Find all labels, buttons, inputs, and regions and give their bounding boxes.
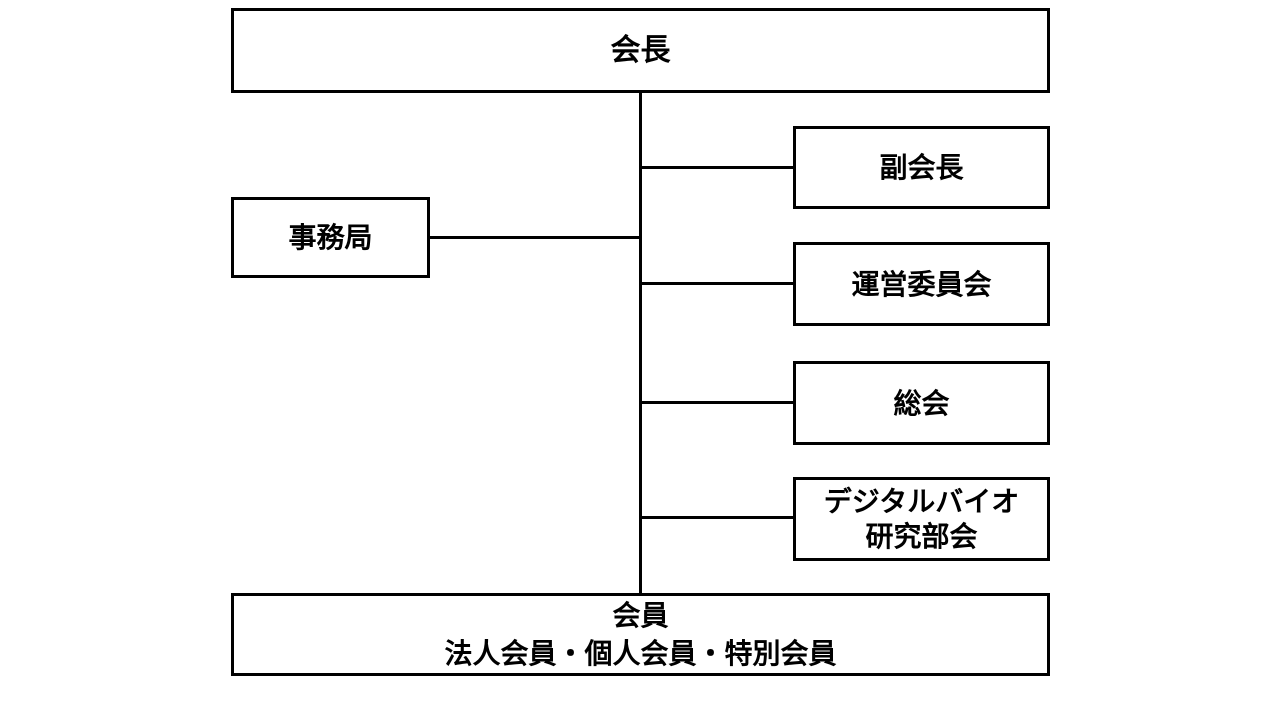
connector-spine bbox=[639, 93, 642, 593]
node-steering-committee: 運営委員会 bbox=[793, 242, 1050, 326]
node-vice-chairman-label: 副会長 bbox=[879, 152, 964, 183]
connector-digital-bio-group bbox=[641, 516, 793, 519]
node-chairman: 会長 bbox=[231, 8, 1050, 93]
node-chairman-label: 会長 bbox=[610, 33, 671, 67]
connector-vice-chairman bbox=[641, 166, 793, 169]
node-secretariat-label: 事務局 bbox=[288, 222, 373, 253]
node-members-label-line1: 会員 bbox=[612, 599, 669, 631]
node-digital-bio-group: デジタルバイオ 研究部会 bbox=[793, 477, 1050, 561]
node-general-assembly-label: 総会 bbox=[893, 387, 950, 419]
node-digital-bio-group-label-line1: デジタルバイオ bbox=[823, 486, 1020, 517]
node-secretariat: 事務局 bbox=[231, 197, 430, 278]
node-steering-committee-label: 運営委員会 bbox=[851, 268, 992, 300]
node-members: 会員 法人会員・個人会員・特別会員 bbox=[231, 593, 1050, 676]
connector-secretariat bbox=[430, 236, 641, 239]
node-digital-bio-group-label-line2: 研究部会 bbox=[865, 521, 978, 552]
node-vice-chairman: 副会長 bbox=[793, 126, 1050, 209]
node-members-label-line2: 法人会員・個人会員・特別会員 bbox=[444, 637, 837, 669]
connector-general-assembly bbox=[641, 401, 793, 404]
node-general-assembly: 総会 bbox=[793, 361, 1050, 445]
connector-steering-committee bbox=[641, 282, 793, 285]
